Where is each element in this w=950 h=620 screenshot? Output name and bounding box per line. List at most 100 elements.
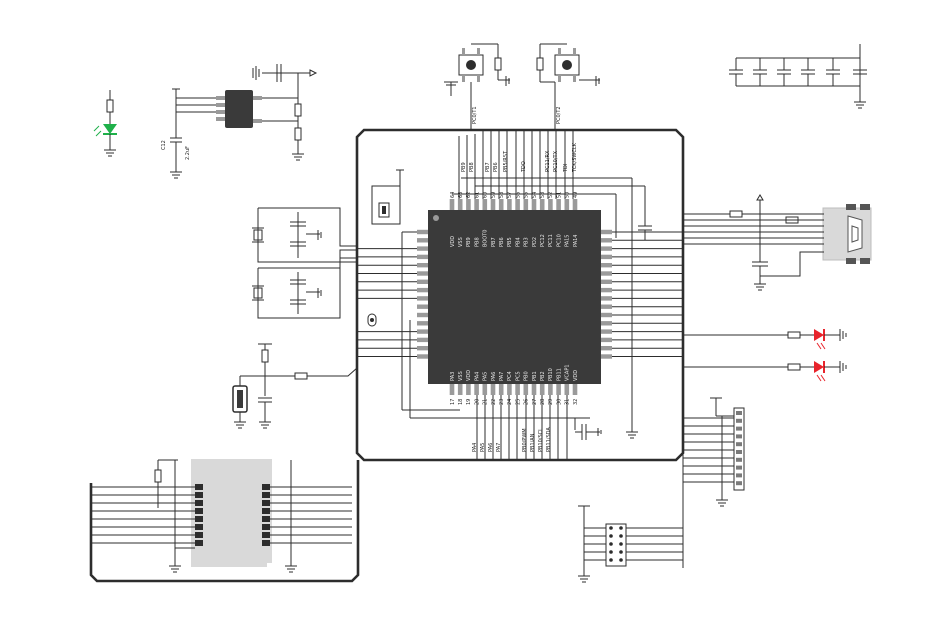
mcu-bottom-pin-name: PA6 bbox=[491, 372, 497, 381]
mcu-top-pin-name: PB9 bbox=[466, 237, 472, 247]
mcu-right-pin bbox=[600, 279, 612, 284]
jtag-pin bbox=[619, 558, 623, 562]
decoupling-capacitor-bank bbox=[736, 44, 866, 109]
mcu-left-pin bbox=[417, 312, 429, 318]
crystal-oscillators bbox=[252, 207, 357, 319]
mcu-top-pin bbox=[498, 199, 504, 211]
cap-value-label: 2.2uF bbox=[185, 146, 191, 160]
mcu-top-pin-name: PC12 bbox=[540, 234, 546, 247]
mcu-bottom-pin bbox=[564, 383, 570, 395]
mcu-top-pin-number: 52 bbox=[548, 192, 554, 198]
mcu-bottom-pin bbox=[490, 383, 496, 395]
mcu-bottom-pin-number: 21 bbox=[483, 399, 489, 405]
mcu-right-pin bbox=[600, 337, 612, 343]
mcu-bottom-pin bbox=[474, 383, 479, 395]
mcu-top-pin bbox=[548, 199, 553, 211]
mcu-right-pin bbox=[600, 271, 612, 276]
header-pin bbox=[736, 426, 742, 431]
header-pin bbox=[736, 457, 742, 462]
mcu-top-pin bbox=[474, 199, 479, 211]
mcu-left-pin bbox=[417, 321, 429, 326]
microsd-pin-left bbox=[195, 516, 203, 522]
microsd-pin-right bbox=[262, 516, 270, 522]
mcu-right-pin bbox=[600, 304, 612, 309]
microsd-pin-right bbox=[262, 540, 270, 546]
top-net-label: PB6 bbox=[493, 162, 499, 172]
mcu-bottom-pin-number: 24 bbox=[507, 399, 513, 405]
power-led-icon bbox=[103, 124, 117, 134]
mcu-right-pin bbox=[600, 238, 612, 243]
mcu-bottom-pin-name: VCAP1 bbox=[565, 364, 571, 381]
mcu-bottom-pin bbox=[507, 383, 512, 395]
mcu-bottom-pin-name: VDD bbox=[573, 370, 579, 381]
mcu-bottom-pin bbox=[482, 383, 488, 395]
top-net-label: PB5/RST bbox=[503, 150, 509, 172]
mcu-bottom-pin-name: PB11 bbox=[556, 368, 562, 381]
mcu-right-pin bbox=[600, 354, 612, 359]
jtag-pin bbox=[619, 542, 623, 546]
mcu-bottom-pin-name: PA4 bbox=[474, 372, 480, 381]
mcu-top-pin bbox=[449, 199, 455, 211]
mcu-left-pin bbox=[417, 304, 429, 309]
mcu-top-pin-number: 49 bbox=[573, 192, 579, 198]
jtag-pin bbox=[609, 558, 613, 562]
mcu-top-pin-number: 58 bbox=[499, 192, 505, 198]
mcu-bottom-pin-number: 27 bbox=[532, 399, 538, 405]
mcu-bottom-pin-number: 29 bbox=[548, 399, 554, 405]
mcu-top-pin bbox=[523, 199, 529, 211]
jtag-pin bbox=[619, 526, 623, 530]
mcu-top-pin-name: PC10 bbox=[556, 234, 562, 247]
microsd-pin-right bbox=[262, 500, 270, 506]
mcu-top-pin bbox=[539, 199, 545, 211]
mcu-bottom-pin-name: PC4 bbox=[507, 371, 513, 381]
microsd-pin-right bbox=[262, 508, 270, 514]
mcu-bottom-pin bbox=[572, 383, 578, 395]
mcu-top-pin bbox=[515, 199, 520, 211]
power-led-circuit bbox=[93, 90, 117, 157]
mcu-pin1-marker bbox=[433, 215, 439, 221]
jtag-pin bbox=[609, 542, 613, 546]
header-pin bbox=[736, 411, 742, 415]
top-net-label: PC11/RX bbox=[545, 150, 551, 172]
mcu-top-pin-name: PB8 bbox=[474, 237, 480, 247]
mcu-bottom-pin bbox=[498, 383, 504, 395]
mcu-top-pin bbox=[466, 199, 471, 211]
top-net-label: TCK/SWCLK bbox=[572, 142, 578, 173]
bottom-net-label: PB10/SCL bbox=[538, 428, 544, 452]
mcu-bottom-pin-name: PC5 bbox=[515, 371, 521, 381]
mcu-right-pin bbox=[600, 312, 612, 318]
bottom-net-label: PA5 bbox=[480, 443, 486, 452]
microsd-pin-left bbox=[195, 500, 203, 506]
microsd-pin-left bbox=[195, 524, 203, 530]
mcu-left-pin bbox=[417, 287, 429, 293]
microsd-pin-left bbox=[195, 508, 203, 514]
mcu-top-pin-number: 53 bbox=[540, 192, 546, 198]
jtag-pin bbox=[609, 526, 613, 530]
voltage-regulator-circuit: C12 2.2uF bbox=[161, 64, 318, 179]
mcu-bottom-pin bbox=[548, 383, 553, 395]
mcu-top-pin bbox=[482, 199, 488, 211]
mcu-top-pin-name: VSS bbox=[458, 237, 464, 247]
mcu-left-pin bbox=[417, 246, 429, 251]
mcu-bottom-pin-name: VSS bbox=[458, 371, 464, 381]
mcu-top-pin-name: PC11 bbox=[548, 234, 554, 247]
mcu-top-pin-name: PB7 bbox=[491, 237, 497, 247]
button1-net-label: PC0/T1 bbox=[472, 106, 478, 124]
mcu-right-pin bbox=[600, 263, 612, 268]
mcu-top-pin-number: 55 bbox=[524, 192, 530, 198]
mcu-bottom-pin-name: PB0 bbox=[524, 371, 530, 381]
mcu-bottom-pin-number: 26 bbox=[524, 399, 530, 405]
mcu-top-pin-number: 63 bbox=[458, 192, 464, 198]
mcu-top-pin bbox=[507, 199, 512, 211]
mcu-top-pin-name: BOOT0 bbox=[483, 230, 489, 247]
mcu-section-outline bbox=[355, 128, 685, 462]
mcu-bottom-pin-number: 23 bbox=[499, 399, 505, 405]
mcu-top-pin-number: 54 bbox=[532, 192, 538, 198]
mcu-top-pin-name: PA15 bbox=[565, 235, 571, 247]
mcu-bottom-pin-name: PB1 bbox=[532, 371, 538, 381]
mcu-left-pin bbox=[417, 296, 429, 301]
mcu-bottom-pin-number: 18 bbox=[458, 399, 464, 405]
mcu-top-pin-number: 57 bbox=[507, 192, 513, 198]
